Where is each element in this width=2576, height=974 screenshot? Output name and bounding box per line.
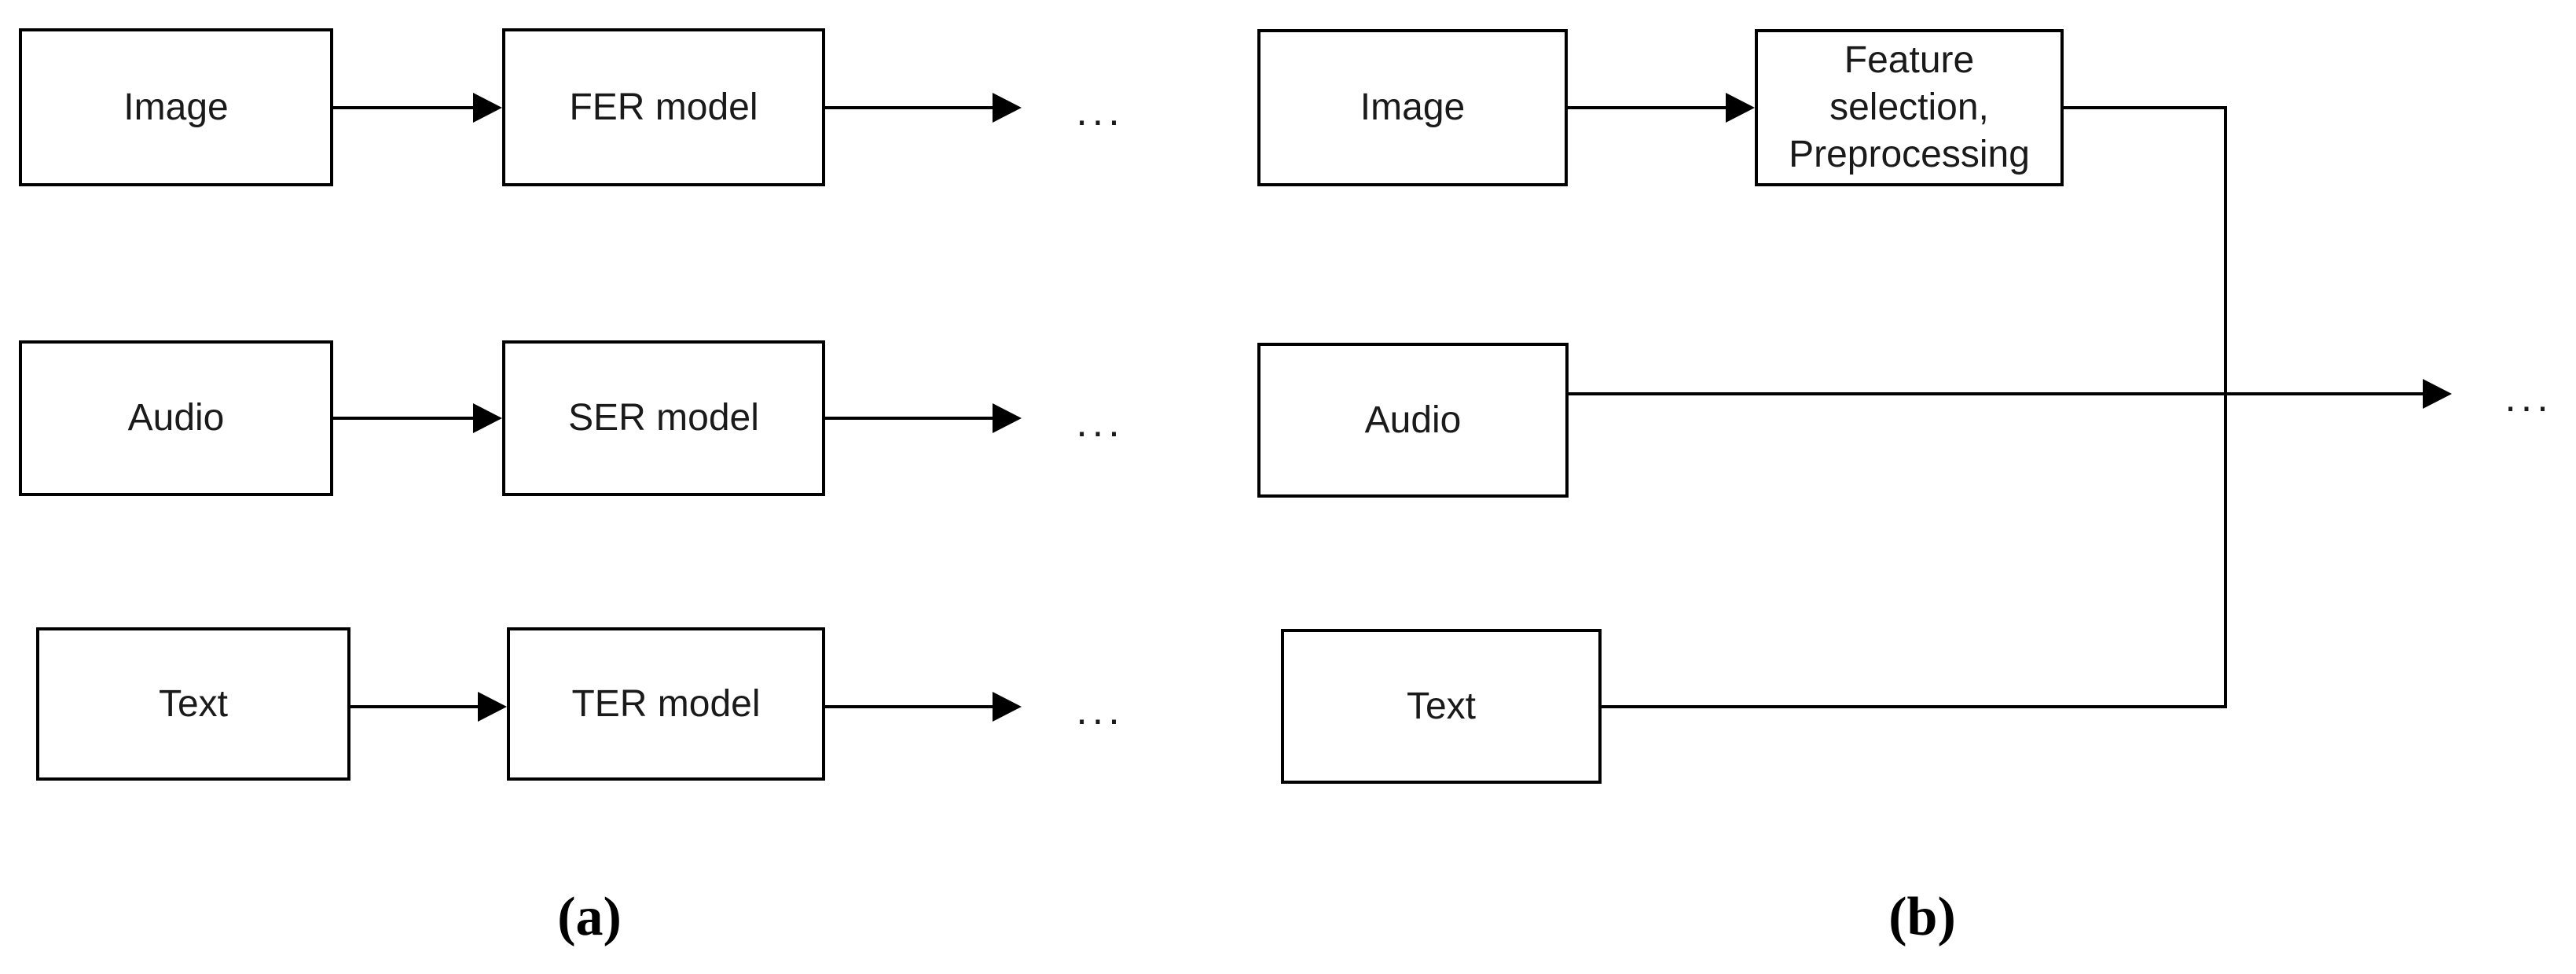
panel-a-image-box: Image <box>19 28 333 186</box>
panel-b-feature-line2: selection, <box>1829 86 1989 128</box>
panel-b-feature-line1: Feature <box>1844 39 1975 81</box>
arrow-head <box>993 93 1022 123</box>
panel-b-caption: (b) <box>1888 887 1956 947</box>
panel-a-row2-ellipsis: ... <box>1076 400 1125 446</box>
arrow-head <box>2423 379 2452 409</box>
panel-b-merge-elbow-connector <box>1602 106 2227 708</box>
arrow-head <box>473 403 502 433</box>
panel-a-row3-ellipsis: ... <box>1076 688 1125 733</box>
panel-b-arrow-merged-to-ellipsis <box>1569 379 2452 409</box>
panel-a-ter-model-box: TER model <box>507 627 825 781</box>
panel-b-audio-box: Audio <box>1257 343 1569 498</box>
panel-b-image-box: Image <box>1257 29 1568 186</box>
panel-a-row1-arrow-fer-to-ellipsis <box>825 93 1022 123</box>
panel-a-ser-model-box: SER model <box>502 340 825 496</box>
panel-b-audio-label: Audio <box>1364 399 1462 441</box>
panel-a-row3-arrow-ter-to-ellipsis <box>825 692 1022 722</box>
panel-b-text-box: Text <box>1281 629 1602 784</box>
arrow-head <box>1726 93 1755 123</box>
panel-a-text-label: Text <box>158 682 229 725</box>
panel-a-text-box: Text <box>36 627 350 781</box>
panel-a-audio-label: Audio <box>127 397 225 439</box>
arrow-head <box>478 692 507 722</box>
panel-a-row1-arrow-image-to-fer <box>333 93 502 123</box>
arrow-head <box>993 692 1022 722</box>
panel-a-fer-model-box: FER model <box>502 28 825 186</box>
panel-a-row1-ellipsis: ... <box>1076 89 1125 134</box>
panel-b-feature-selection-box: Feature selection, Preprocessing <box>1755 29 2064 186</box>
panel-b-text-label: Text <box>1406 685 1477 727</box>
panel-b-arrow-image-to-feature <box>1568 93 1755 123</box>
panel-a-ser-model-label: SER model <box>568 397 759 439</box>
panel-a-ter-model-label: TER model <box>571 682 761 725</box>
panel-b-image-label: Image <box>1360 86 1466 128</box>
panel-a-caption: (a) <box>557 887 622 947</box>
panel-a-fer-model-label: FER model <box>569 86 758 128</box>
panel-a-row2-arrow-ser-to-ellipsis <box>825 403 1022 433</box>
panel-a-image-label: Image <box>123 86 229 128</box>
panel-a-audio-box: Audio <box>19 340 333 496</box>
panel-a-row3-arrow-text-to-ter <box>350 692 507 722</box>
panel-b-feature-line3: Preprocessing <box>1789 134 2030 175</box>
arrow-head <box>473 93 502 123</box>
panel-b-ellipsis: ... <box>2504 375 2553 421</box>
arrow-head <box>993 403 1022 433</box>
panel-a-row2-arrow-audio-to-ser <box>333 403 502 433</box>
